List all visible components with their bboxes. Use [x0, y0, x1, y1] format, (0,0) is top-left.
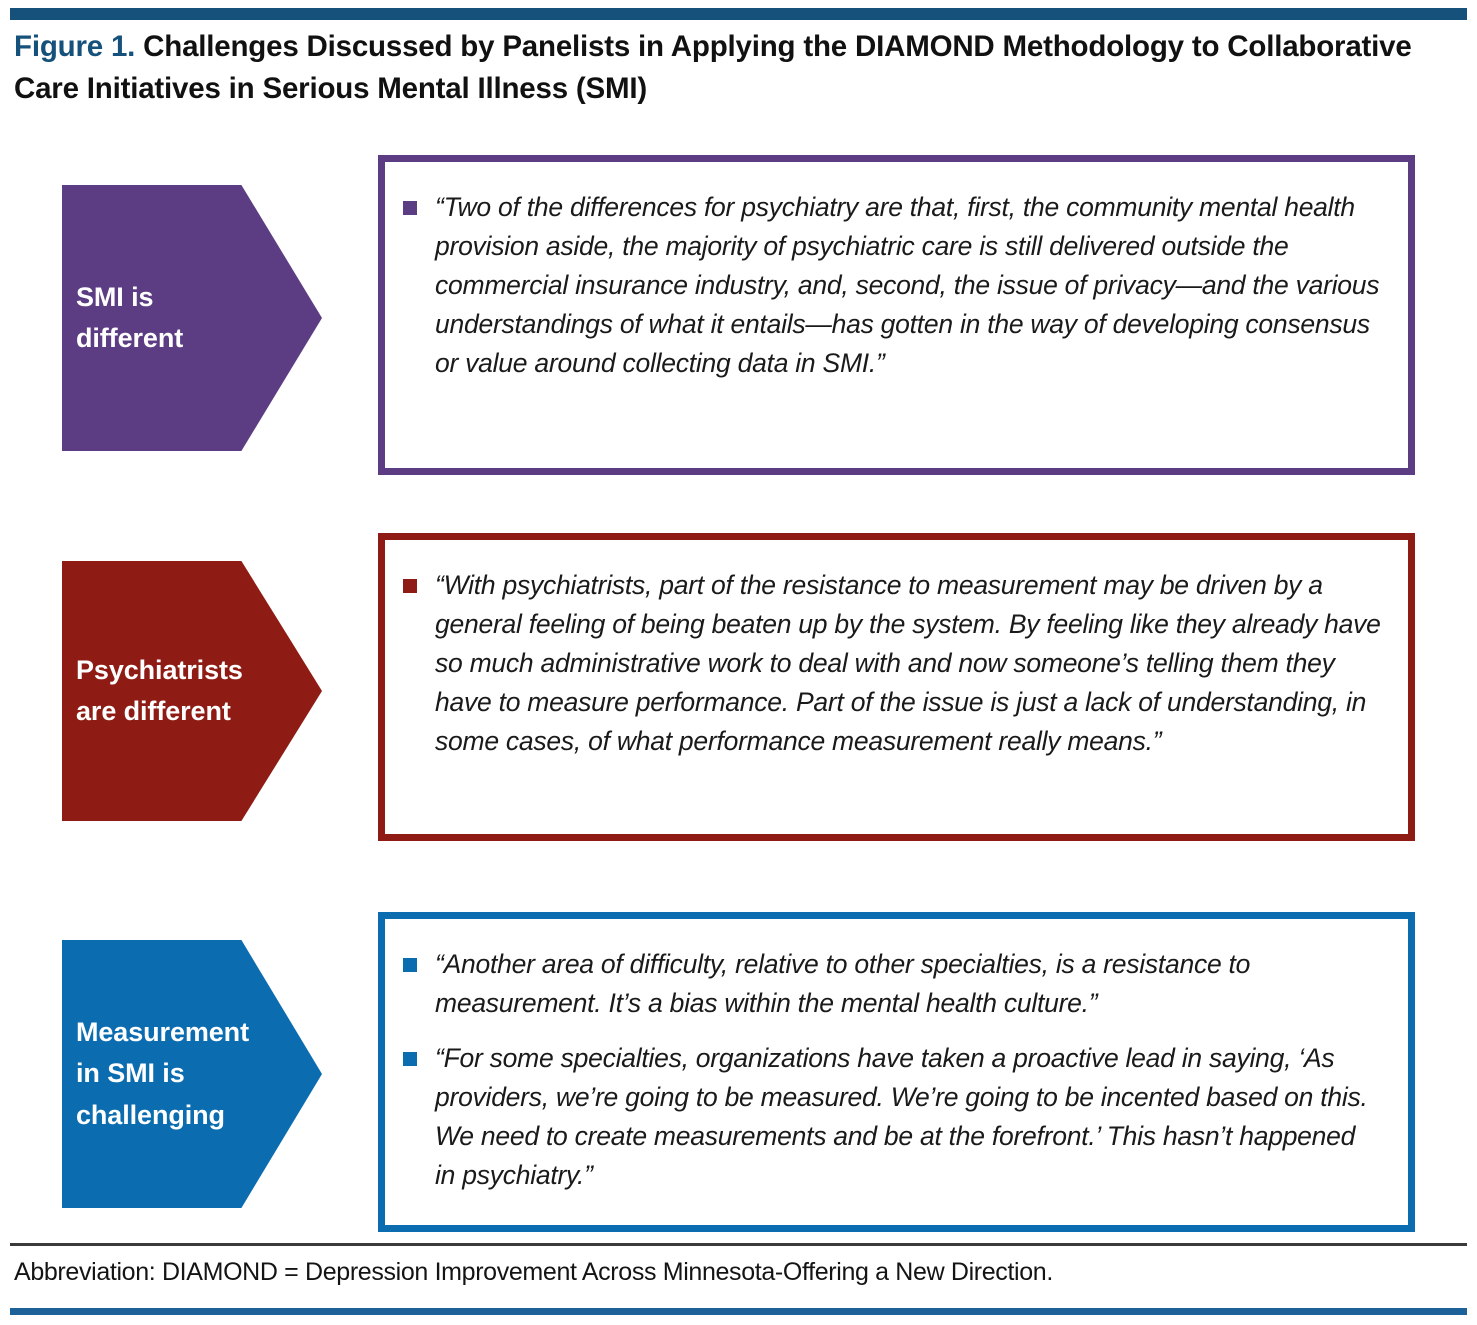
figure-label: Figure 1.: [14, 30, 136, 63]
square-bullet-icon: [403, 201, 417, 215]
list-item: “Two of the differences for psychiatry a…: [403, 188, 1382, 383]
page-title: Figure 1. Challenges Discussed by Paneli…: [14, 26, 1454, 110]
footer-divider: [10, 1243, 1467, 1246]
abbreviation-note: Abbreviation: DIAMOND = Depression Impro…: [14, 1258, 1053, 1286]
list-item: “With psychiatrists, part of the resista…: [403, 566, 1382, 761]
quote-text: “Two of the differences for psychiatry a…: [435, 192, 1380, 378]
square-bullet-icon: [403, 1051, 417, 1066]
list-item: “For some specialties, organizations hav…: [403, 1039, 1382, 1195]
quote-box: “Two of the differences for psychiatry a…: [378, 155, 1415, 475]
challenge-row: SMI is different “Two of the differences…: [0, 155, 1477, 475]
square-bullet-icon: [403, 958, 417, 972]
quote-text: “With psychiatrists, part of the resista…: [435, 570, 1381, 756]
footer-rule: [10, 1308, 1467, 1315]
quote-text: “For some specialties, organizations hav…: [435, 1042, 1368, 1190]
square-bullet-icon: [403, 579, 417, 593]
category-arrow: Psychiatrists are different: [62, 561, 322, 821]
category-label: Psychiatrists are different: [76, 654, 243, 726]
header-rule: [10, 8, 1467, 20]
category-label: SMI is different: [76, 281, 184, 353]
list-item: “Another area of difficulty, relative to…: [403, 945, 1382, 1023]
category-label: Measurement in SMI is challenging: [76, 1017, 249, 1130]
quote-box: “Another area of difficulty, relative to…: [378, 912, 1415, 1232]
figure-title-text: Challenges Discussed by Panelists in App…: [14, 30, 1412, 105]
challenge-row: Psychiatrists are different “With psychi…: [0, 533, 1477, 841]
quote-box: “With psychiatrists, part of the resista…: [378, 533, 1415, 841]
quote-text: “Another area of difficulty, relative to…: [435, 949, 1251, 1018]
challenge-row: Measurement in SMI is challenging “Anoth…: [0, 912, 1477, 1232]
category-arrow: SMI is different: [62, 185, 322, 451]
category-arrow: Measurement in SMI is challenging: [62, 940, 322, 1208]
